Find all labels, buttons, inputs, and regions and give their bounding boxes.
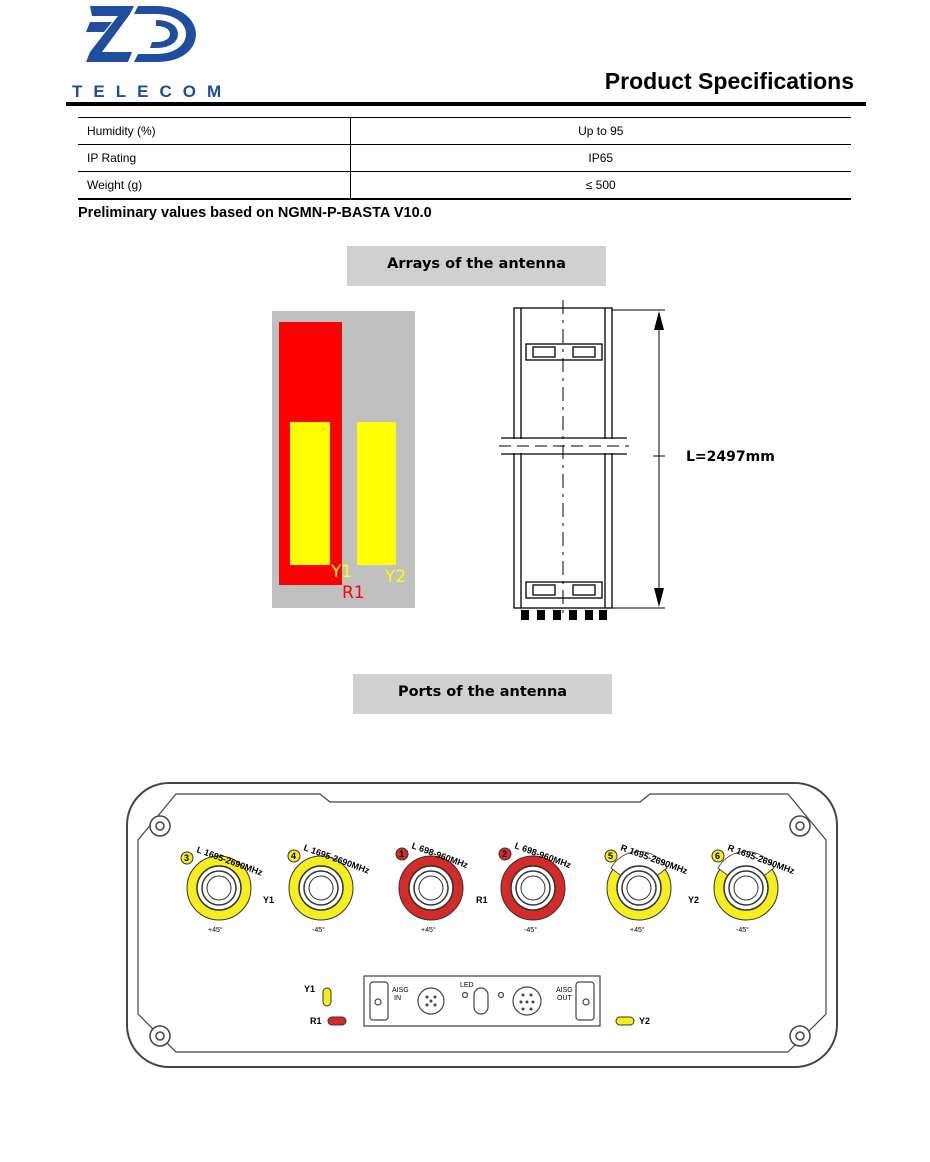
status-label-y2: Y2: [639, 1016, 650, 1026]
status-label-r1: R1: [310, 1016, 322, 1026]
spec-value: Up to 95: [350, 117, 851, 145]
port-connector: 3 L 1695-2690MHz +45°: [180, 844, 264, 934]
page-title: Product Specifications: [604, 68, 854, 94]
aisg-module: [363, 975, 601, 1027]
port-polarization: +45°: [208, 926, 223, 934]
group-label-r1: R1: [476, 895, 488, 905]
port-number: 5: [608, 851, 613, 861]
specs-table: Humidity (%) Up to 95 IP Rating IP65 Wei…: [78, 117, 851, 200]
aisg-in-label-2: IN: [394, 995, 401, 1002]
port-connector: 5 R 1695-2690MHz +45°: [604, 842, 689, 934]
status-indicator-y1: [322, 987, 332, 1007]
table-row: IP Rating IP65: [78, 144, 851, 172]
port-number: 3: [184, 853, 189, 863]
zd-logo: [86, 6, 196, 62]
spec-value: ≤ 500: [350, 171, 851, 200]
label-r1: R1: [342, 583, 365, 603]
table-row: Weight (g) ≤ 500: [78, 171, 851, 200]
antenna-outline-drawing: [495, 300, 675, 620]
status-label-y1: Y1: [304, 984, 315, 994]
aisg-out-label-1: AISG: [556, 987, 573, 994]
port-number: 2: [502, 849, 507, 859]
header-rule: [66, 102, 866, 106]
aisg-out-label-2: OUT: [557, 995, 573, 1002]
group-label-y1: Y1: [263, 895, 274, 905]
spec-value: IP65: [350, 144, 851, 172]
note-text: Preliminary values based on NGMN-P-BASTA…: [78, 205, 432, 221]
arrays-section-title: Arrays of the antenna: [347, 246, 606, 286]
port-connector: 6 R 1695-2690MHz -45°: [711, 842, 796, 934]
led-label: LED: [460, 982, 474, 989]
port-number: 1: [399, 849, 404, 859]
array-layout-diagram: Y1 Y2 R1: [272, 311, 415, 608]
label-y2: Y2: [384, 567, 406, 587]
table-row: Humidity (%) Up to 95: [78, 117, 851, 145]
spec-label: Humidity (%): [78, 117, 351, 145]
port-number: 4: [291, 851, 296, 861]
length-dimension: L=2497mm: [686, 449, 775, 465]
port-connector: 2 L 698-960MHz -45°: [498, 840, 573, 934]
port-connector: 4 L 1695-2690MHz -45°: [287, 842, 371, 934]
status-indicator-r1: [327, 1016, 347, 1026]
group-label-y2: Y2: [688, 895, 699, 905]
port-polarization: +45°: [630, 926, 645, 934]
port-polarization: -45°: [312, 926, 325, 934]
ports-panel-drawing: 3 L 1695-2690MHz +45° 4 L 1695-2690MHz -…: [126, 782, 838, 1068]
ports-section-title: Ports of the antenna: [353, 674, 612, 714]
port-polarization: -45°: [736, 926, 749, 934]
status-indicator-y2: [615, 1016, 635, 1026]
port-connector: 1 L 698-960MHz +45°: [395, 840, 470, 934]
array-y2: [357, 422, 396, 565]
spec-label: IP Rating: [78, 144, 351, 172]
array-y1: [290, 422, 330, 565]
spec-label: Weight (g): [78, 171, 351, 200]
brand-wordmark: TELECOM: [72, 82, 233, 101]
port-polarization: -45°: [524, 926, 537, 934]
aisg-in-label-1: AISG: [392, 987, 409, 994]
port-polarization: +45°: [421, 926, 436, 934]
label-y1: Y1: [330, 562, 352, 582]
port-number: 6: [715, 851, 720, 861]
